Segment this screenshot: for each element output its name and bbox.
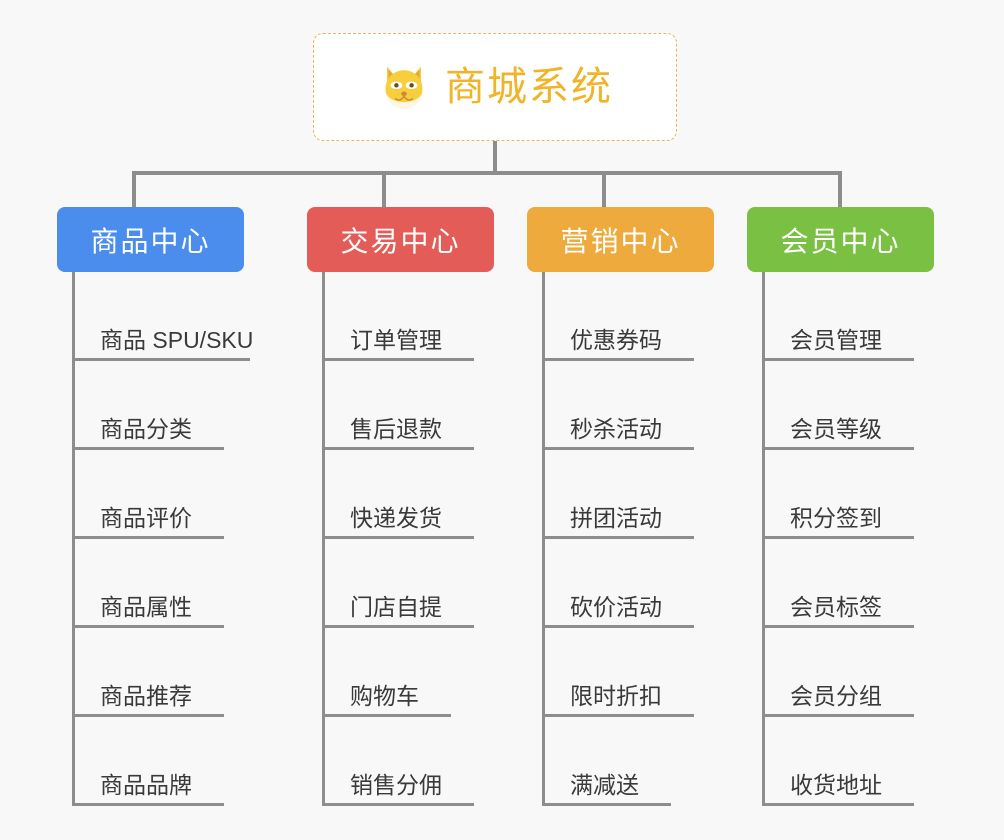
- leaf-item[interactable]: 购物车: [322, 628, 451, 717]
- category-header-2[interactable]: 交易中心: [307, 207, 494, 272]
- category-trunk-4: [762, 272, 765, 806]
- leaf-item[interactable]: 销售分佣: [322, 717, 474, 806]
- connector-root-stem: [493, 141, 497, 174]
- leaf-item[interactable]: 优惠券码: [542, 272, 694, 361]
- leaf-item[interactable]: 积分签到: [762, 450, 914, 539]
- leaf-label: 会员分组: [790, 683, 882, 709]
- leaf-item[interactable]: 会员等级: [762, 361, 914, 450]
- leaf-label: 商品评价: [100, 505, 192, 531]
- leaf-label: 售后退款: [350, 416, 442, 442]
- category-header-label-1: 商品中心: [90, 225, 211, 257]
- category-header-4[interactable]: 会员中心: [747, 207, 934, 272]
- root-node[interactable]: 商城系统: [313, 33, 677, 141]
- leaf-item[interactable]: 会员标签: [762, 539, 914, 628]
- leaf-label: 会员等级: [790, 416, 882, 442]
- connector-drop-2: [382, 171, 386, 207]
- leaf-label: 砍价活动: [570, 594, 662, 620]
- category-header-1[interactable]: 商品中心: [57, 207, 244, 272]
- leaf-item[interactable]: 会员分组: [762, 628, 914, 717]
- connector-drop-3: [602, 171, 606, 207]
- leaf-label: 销售分佣: [350, 772, 442, 798]
- category-header-label-3: 营销中心: [560, 225, 681, 257]
- shiba-dog-face-icon: [385, 66, 423, 109]
- leaf-label: 快递发货: [350, 505, 442, 531]
- category-trunk-1: [72, 272, 75, 806]
- connector-drop-4: [838, 171, 842, 207]
- leaf-label: 限时折扣: [570, 683, 662, 709]
- leaf-label: 订单管理: [350, 327, 442, 353]
- leaf-item[interactable]: 售后退款: [322, 361, 474, 450]
- category-header-label-2: 交易中心: [340, 225, 461, 257]
- category-header-label-4: 会员中心: [780, 225, 901, 257]
- connector-drop-1: [132, 171, 136, 207]
- leaf-label: 积分签到: [790, 505, 882, 531]
- leaf-item[interactable]: 砍价活动: [542, 539, 694, 628]
- category-column-3: 营销中心 优惠券码 秒杀活动 拼团活动 砍价活动 限时折扣 满减送: [527, 207, 747, 806]
- category-trunk-3: [542, 272, 545, 806]
- leaf-item[interactable]: 订单管理: [322, 272, 474, 361]
- leaf-label: 秒杀活动: [570, 416, 662, 442]
- leaf-label: 商品推荐: [100, 683, 192, 709]
- leaf-label: 购物车: [350, 683, 419, 709]
- leaf-label: 收货地址: [790, 772, 882, 798]
- leaf-label: 拼团活动: [570, 505, 662, 531]
- leaf-item[interactable]: 会员管理: [762, 272, 914, 361]
- leaf-label: 商品属性: [100, 594, 192, 620]
- category-column-4: 会员中心 会员管理 会员等级 积分签到 会员标签 会员分组 收货地址: [747, 207, 967, 806]
- category-header-3[interactable]: 营销中心: [527, 207, 714, 272]
- leaf-label: 优惠券码: [570, 327, 662, 353]
- category-column-2: 交易中心 订单管理 售后退款 快递发货 门店自提 购物车 销售分佣: [307, 207, 527, 806]
- leaf-label: 商品 SPU/SKU: [100, 327, 254, 353]
- leaf-item[interactable]: 限时折扣: [542, 628, 694, 717]
- leaf-item[interactable]: 商品分类: [72, 361, 224, 450]
- connector-horizontal-bus: [132, 171, 842, 175]
- root-title: 商城系统: [445, 65, 613, 109]
- leaf-label: 商品分类: [100, 416, 192, 442]
- leaf-label: 商品品牌: [100, 772, 192, 798]
- leaf-item[interactable]: 商品 SPU/SKU: [72, 272, 254, 361]
- leaf-item[interactable]: 收货地址: [762, 717, 914, 806]
- leaf-item[interactable]: 快递发货: [322, 450, 474, 539]
- leaf-item[interactable]: 商品评价: [72, 450, 224, 539]
- category-column-1: 商品中心 商品 SPU/SKU 商品分类 商品评价 商品属性 商品推荐 商品品牌: [57, 207, 277, 806]
- category-trunk-2: [322, 272, 325, 806]
- leaf-item[interactable]: 拼团活动: [542, 450, 694, 539]
- leaf-item[interactable]: 满减送: [542, 717, 671, 806]
- leaf-item[interactable]: 商品属性: [72, 539, 224, 628]
- leaf-item[interactable]: 秒杀活动: [542, 361, 694, 450]
- leaf-label: 会员标签: [790, 594, 882, 620]
- leaf-label: 会员管理: [790, 327, 882, 353]
- leaf-label: 满减送: [570, 772, 639, 798]
- leaf-item[interactable]: 商品品牌: [72, 717, 224, 806]
- leaf-item[interactable]: 门店自提: [322, 539, 474, 628]
- leaf-item[interactable]: 商品推荐: [72, 628, 224, 717]
- leaf-label: 门店自提: [350, 594, 442, 620]
